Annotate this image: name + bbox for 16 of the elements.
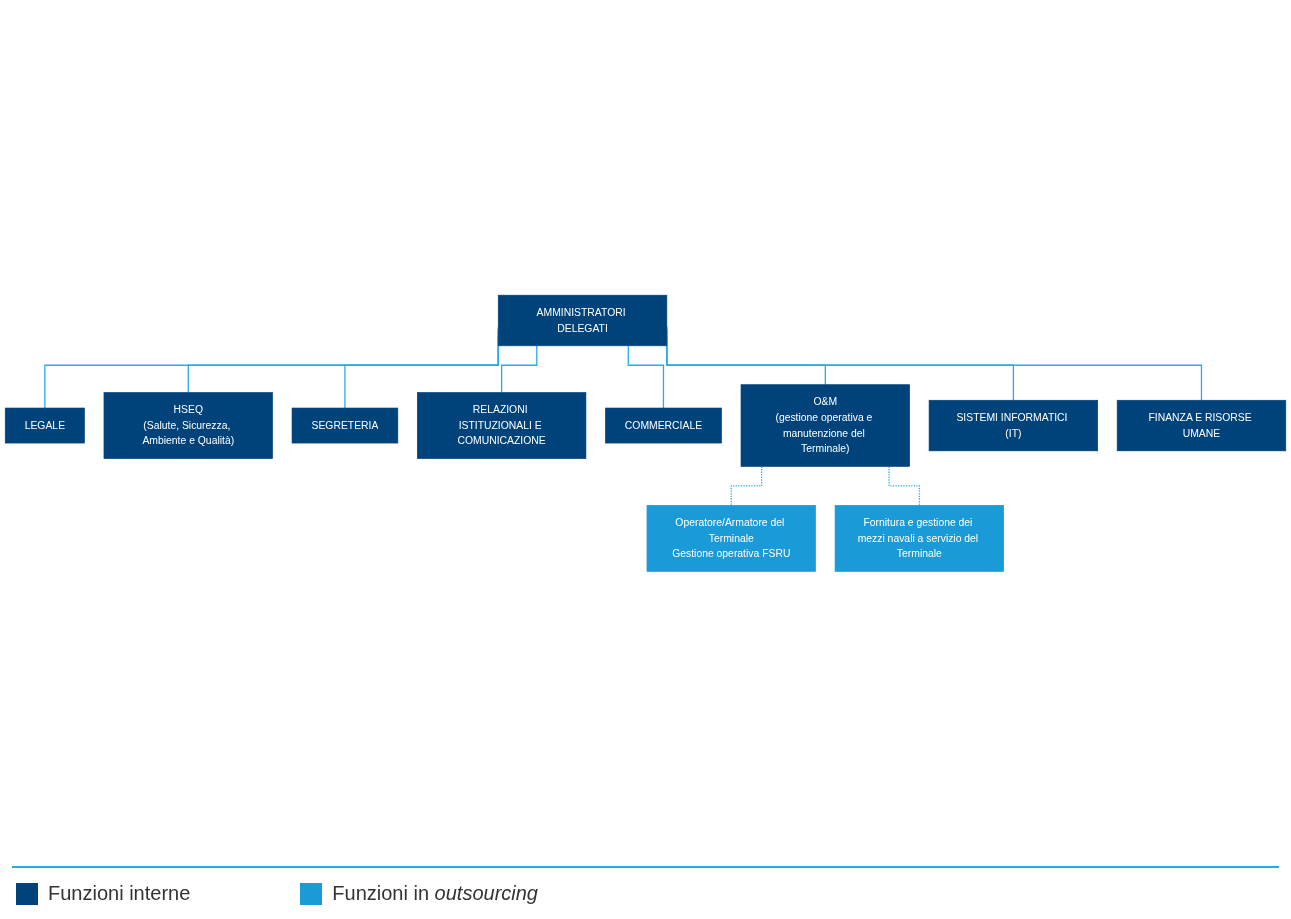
- legend-label: Funzioni interne: [48, 882, 191, 905]
- node-box: [1116, 399, 1287, 451]
- node-box: [4, 407, 85, 444]
- node-box: [834, 504, 1004, 572]
- node-box: [291, 407, 399, 444]
- connector: [500, 344, 538, 393]
- node-box: [103, 391, 273, 459]
- org-chart: AMMINISTRATORI DELEGATI LEGALE HSEQ (Salute, Sicurezza, Ambiente e Qualità) SEGRETERIA RELAZIONI ISTITUZIONALI E COMUNICAZIONE COMMERCIALE O&M (gestione operativa e manutenzione del Terminale) SISTEMI INFORMATICI (IT) FINANZA E RISORSE UMANE Operatore/Armatore del Terminale Gestione operativa FSRU Fornitura e gestione dei mezzi navali a servizio del Terminale: [0, 289, 1291, 577]
- node-box: [605, 407, 722, 444]
- connector: [627, 344, 665, 409]
- node-box: [497, 294, 668, 346]
- node-box: [740, 384, 910, 467]
- node-box: [416, 391, 587, 459]
- node-box: [928, 399, 1099, 451]
- node-box: [646, 504, 816, 572]
- legend-label: Funzioni in outsourcing: [332, 882, 538, 905]
